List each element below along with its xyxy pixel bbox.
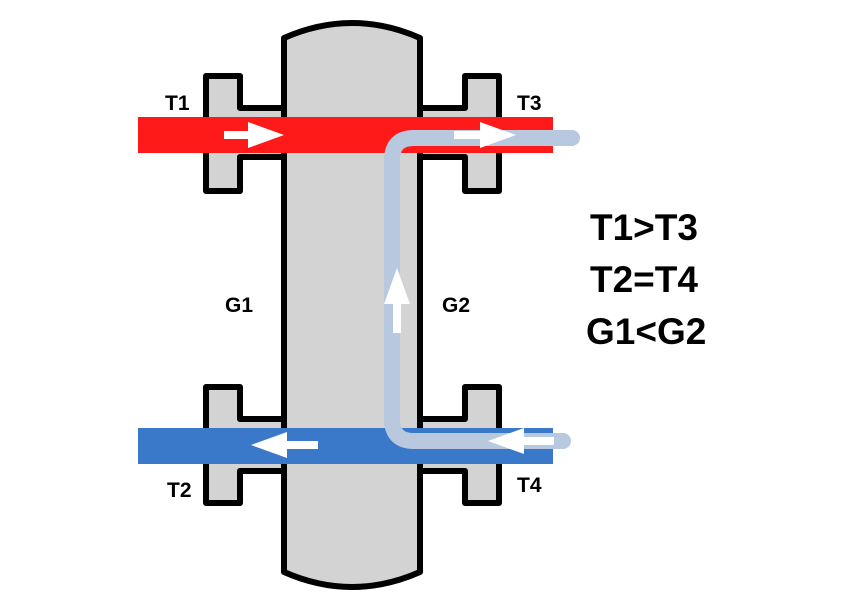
label-g2: G2 — [442, 294, 470, 317]
arrow-left-cold-outlet — [251, 432, 318, 458]
label-t4: T4 — [517, 474, 542, 497]
arrow-right-hot-outlet — [454, 122, 516, 148]
condition-3: G1<G2 — [586, 311, 706, 352]
arrow-left-cold-inlet — [488, 428, 554, 454]
label-t3: T3 — [517, 92, 542, 115]
condition-1: T1>T3 — [590, 207, 698, 248]
label-t1: T1 — [165, 92, 190, 115]
condition-2: T2=T4 — [590, 259, 698, 300]
arrow-right-hot-inlet — [224, 122, 284, 148]
label-g1: G1 — [225, 294, 253, 317]
label-t2: T2 — [167, 479, 192, 502]
arrow-up-bypass — [384, 268, 410, 333]
